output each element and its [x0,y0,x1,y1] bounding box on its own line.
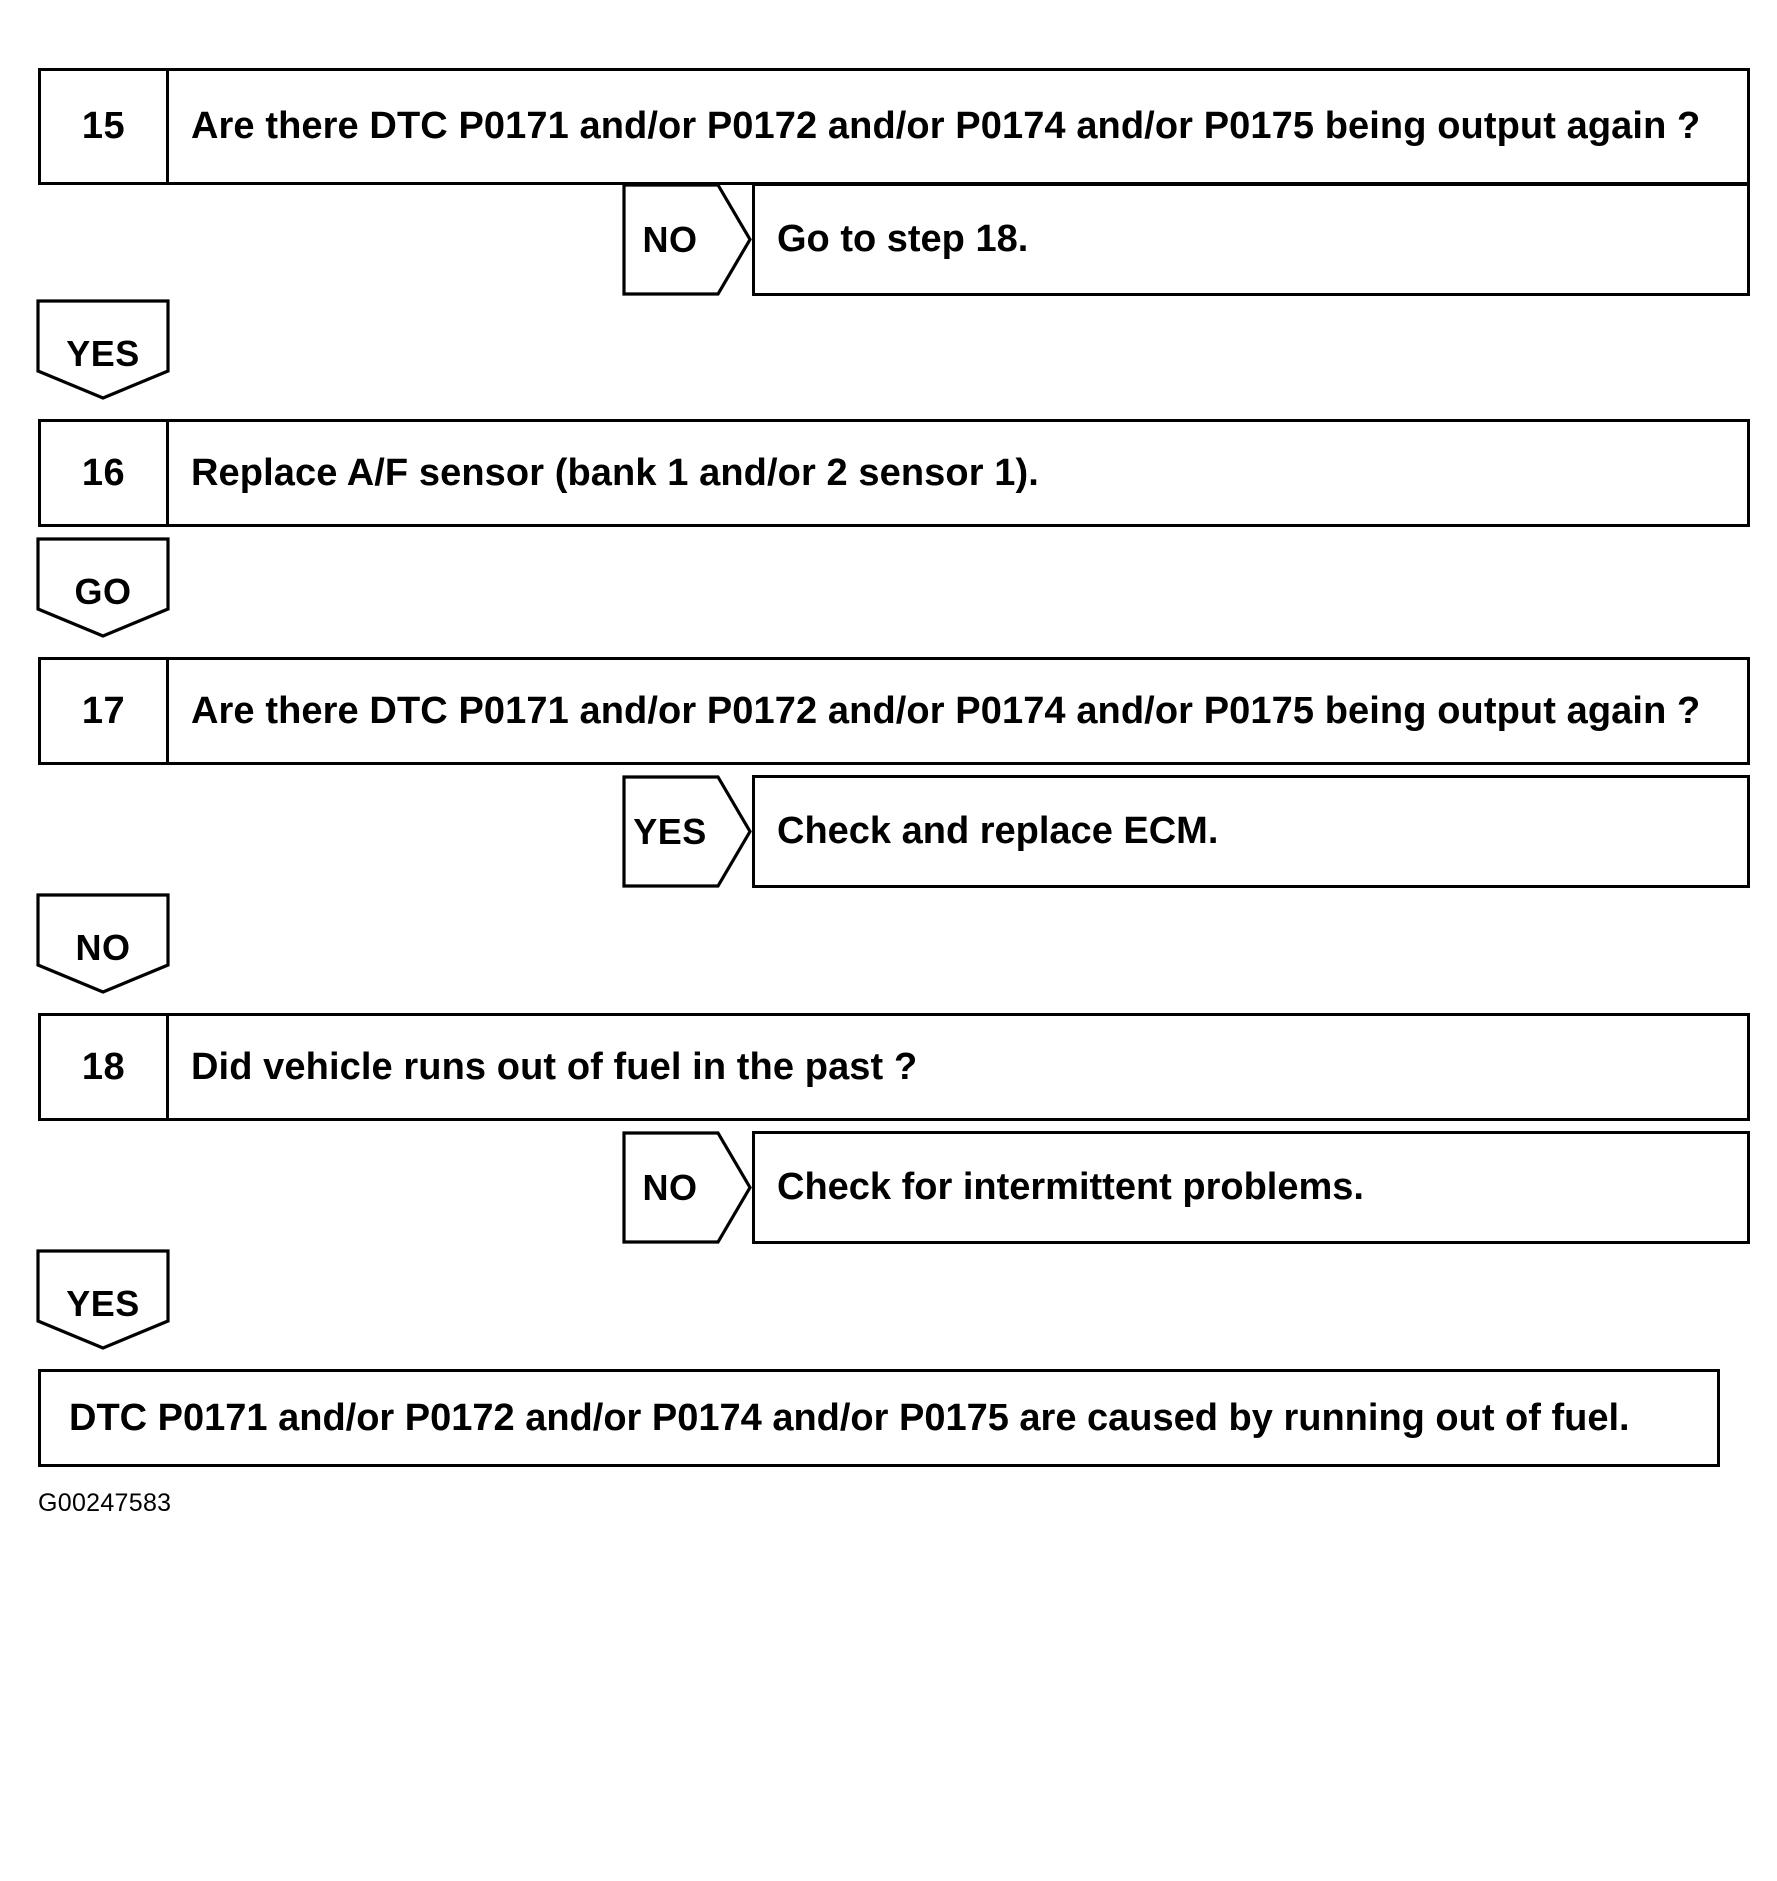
step-text: Did vehicle runs out of fuel in the past… [191,1045,918,1088]
step-row-15: 15 Are there DTC P0171 and/or P0172 and/… [38,68,1750,185]
down-arrow-go: GO [36,537,170,638]
step-text: Replace A/F sensor (bank 1 and/or 2 sens… [191,451,1039,494]
down-arrow-label: NO [75,927,131,968]
branch-result-box: Go to step 18. [752,183,1750,296]
branch-arrow-label: NO [642,1166,698,1208]
step-number: 17 [41,660,169,762]
branch-arrow-label: YES [633,810,707,852]
down-arrow-label: YES [66,1283,140,1324]
conclusion-box: DTC P0171 and/or P0172 and/or P0174 and/… [38,1369,1720,1467]
down-arrow-yes-2: YES [36,1249,170,1350]
down-arrow-label: YES [66,333,140,374]
step-text: Are there DTC P0171 and/or P0172 and/or … [191,689,1701,732]
step-row-16: 16 Replace A/F sensor (bank 1 and/or 2 s… [38,419,1750,527]
step-number: 18 [41,1016,169,1118]
branch-arrow-no: NO [622,1131,752,1244]
branch-arrow-yes: YES [622,775,752,888]
down-arrow-no: NO [36,893,170,994]
branch-result-text: Check for intermittent problems. [777,1166,1364,1208]
figure-id-label: G00247583 [38,1489,172,1517]
step-text: Are there DTC P0171 and/or P0172 and/or … [191,105,1701,147]
branch-arrow-no: NO [622,183,752,296]
step-number: 15 [41,71,169,182]
branch-result-box: Check for intermittent problems. [752,1131,1750,1244]
branch-no-intermittent-problems: NO Check for intermittent problems. [622,1131,1750,1244]
branch-arrow-label: NO [642,218,698,260]
branch-yes-replace-ecm: YES Check and replace ECM. [622,775,1750,888]
step-row-17: 17 Are there DTC P0171 and/or P0172 and/… [38,657,1750,765]
down-arrow-yes-1: YES [36,299,170,400]
step-number: 16 [41,422,169,524]
down-arrow-label: GO [74,571,132,612]
branch-result-text: Go to step 18. [777,218,1029,260]
branch-result-box: Check and replace ECM. [752,775,1750,888]
step-row-18: 18 Did vehicle runs out of fuel in the p… [38,1013,1750,1121]
conclusion-text: DTC P0171 and/or P0172 and/or P0174 and/… [69,1396,1630,1439]
branch-no-goto-step-18: NO Go to step 18. [622,183,1750,296]
branch-result-text: Check and replace ECM. [777,810,1219,852]
